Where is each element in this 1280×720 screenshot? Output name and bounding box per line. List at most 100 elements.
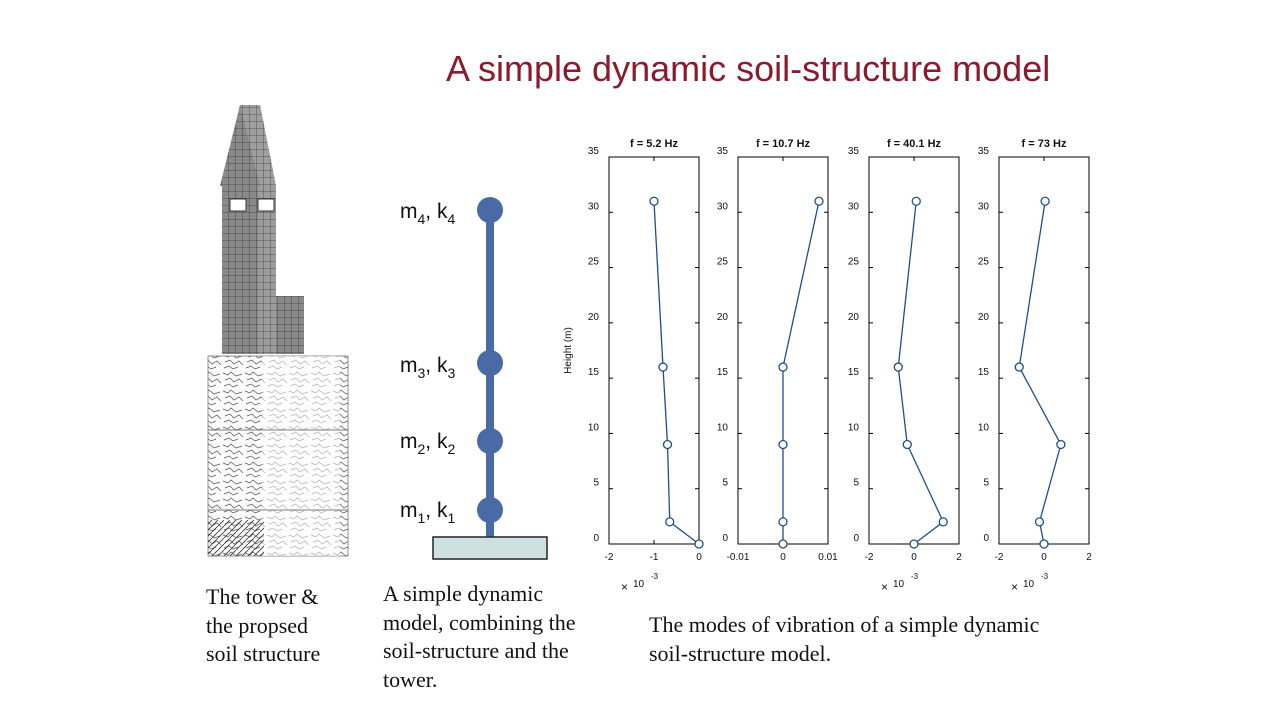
model-base [432, 536, 548, 560]
mode-point-2-3 [778, 439, 788, 450]
x-tick-label: 2 [1086, 552, 1092, 563]
x-exponent-base: 10 [633, 579, 645, 590]
tower-soil-illustration [207, 105, 349, 557]
x-tick-label: -2 [865, 552, 874, 563]
y-tick-label: 30 [717, 201, 729, 212]
y-tick-label: 5 [593, 478, 599, 489]
x-tick-label: -1 [650, 552, 659, 563]
x-exponent-base: 10 [893, 579, 905, 590]
y-tick-label: 0 [593, 533, 599, 544]
plot-title-3: f = 40.1 Hz [887, 138, 942, 150]
y-tick-label: 5 [853, 478, 859, 489]
soil-section [207, 355, 349, 557]
mode-point-1-2 [665, 517, 675, 527]
y-tick-label: 20 [588, 312, 600, 323]
plot-frame-4 [998, 156, 1090, 545]
y-tick-label: 15 [978, 367, 990, 378]
plot-title-4: f = 73 Hz [1022, 138, 1067, 150]
x-exponent-base: 10 [1023, 579, 1035, 590]
mode-shape-line-4 [1018, 201, 1062, 545]
x-tick-label: 0.01 [818, 552, 838, 563]
y-tick-label: 35 [717, 146, 729, 157]
mode-point-4-1 [1039, 539, 1049, 549]
slide-title: A simple dynamic soil-structure model [446, 48, 1051, 89]
label-m1-k1: m1, k1 [400, 499, 455, 526]
y-tick-label: 25 [588, 257, 600, 268]
mode-point-4-2 [1034, 517, 1045, 527]
x-tick-label: -0.01 [727, 552, 750, 563]
mode-point-3-2 [938, 517, 948, 527]
mode-shape-line-3 [897, 201, 945, 545]
y-tick-label: 35 [978, 146, 990, 157]
plot-title-2: f = 10.7 Hz [756, 138, 811, 150]
x-exponent-power: -3 [1041, 572, 1049, 581]
y-tick-label: 0 [722, 533, 728, 544]
mass-2 [477, 428, 503, 454]
mode-point-2-4 [778, 362, 788, 372]
plot-frame-3 [868, 156, 960, 545]
y-tick-label: 0 [853, 533, 859, 544]
x-tick-label: 0 [1041, 552, 1047, 563]
mode-point-3-3 [902, 439, 912, 450]
y-tick-label: 30 [978, 201, 990, 212]
plot-title-1: f = 5.2 Hz [630, 138, 678, 150]
x-tick-label: 2 [956, 552, 962, 563]
y-tick-label: 10 [848, 422, 860, 433]
y-tick-label: 15 [717, 367, 729, 378]
mode-point-1-5 [649, 196, 659, 206]
mode-point-2-2 [778, 517, 788, 527]
caption-tower: The tower & the propsed soil structure [206, 584, 321, 666]
mode-shape-line-1 [653, 201, 700, 545]
y-tick-label: 15 [848, 367, 860, 378]
mass-4 [477, 197, 503, 223]
y-tick-label: 25 [848, 257, 860, 268]
x-exponent-power: -3 [911, 572, 919, 581]
mode-point-3-5 [911, 196, 921, 206]
y-tick-label: 20 [978, 312, 990, 323]
mode-point-4-4 [1014, 362, 1024, 372]
x-tick-label: 0 [696, 552, 702, 563]
y-tick-label: 30 [848, 201, 860, 212]
y-tick-label: 10 [717, 422, 729, 433]
y-tick-label: 10 [978, 422, 990, 433]
mode-point-4-3 [1056, 439, 1066, 450]
y-tick-label: 15 [588, 367, 600, 378]
x-exponent-power: -3 [651, 572, 659, 581]
mass-3 [477, 350, 503, 376]
x-exponent-times: × [621, 580, 628, 594]
plot-frame-1 [608, 156, 700, 545]
mode-point-2-5 [814, 196, 824, 206]
mass-1 [477, 497, 503, 523]
y-tick-label: 10 [588, 422, 600, 433]
tower-body [222, 186, 304, 354]
y-axis-label: Height (m) [563, 327, 574, 374]
y-tick-label: 35 [848, 146, 860, 157]
tower-roof [220, 105, 276, 186]
caption-model: A simple dynamic model, combining the so… [383, 581, 576, 692]
y-tick-label: 5 [722, 478, 728, 489]
label-m3-k3: m3, k3 [400, 354, 455, 381]
x-tick-label: 0 [911, 552, 917, 563]
y-tick-label: 20 [717, 312, 729, 323]
label-m4-k4: m4, k4 [400, 200, 455, 227]
x-tick-label: -2 [995, 552, 1004, 563]
y-tick-label: 20 [848, 312, 860, 323]
mode-point-1-1 [694, 539, 704, 549]
mode-shape-line-2 [782, 201, 820, 544]
mode-point-1-4 [658, 362, 668, 372]
y-tick-label: 0 [983, 533, 989, 544]
mode-point-2-1 [778, 539, 788, 549]
y-tick-label: 25 [717, 257, 729, 268]
caption-modes: The modes of vibration of a simple dynam… [649, 612, 1040, 666]
x-tick-label: 0 [780, 552, 786, 563]
mode-point-3-4 [893, 362, 903, 372]
x-tick-label: -2 [605, 552, 614, 563]
y-tick-label: 30 [588, 201, 600, 212]
x-exponent-times: × [881, 580, 888, 594]
mode-point-4-5 [1040, 196, 1050, 206]
y-tick-label: 5 [983, 478, 989, 489]
x-exponent-times: × [1011, 580, 1018, 594]
mode-point-1-3 [662, 439, 673, 450]
y-tick-label: 25 [978, 257, 990, 268]
